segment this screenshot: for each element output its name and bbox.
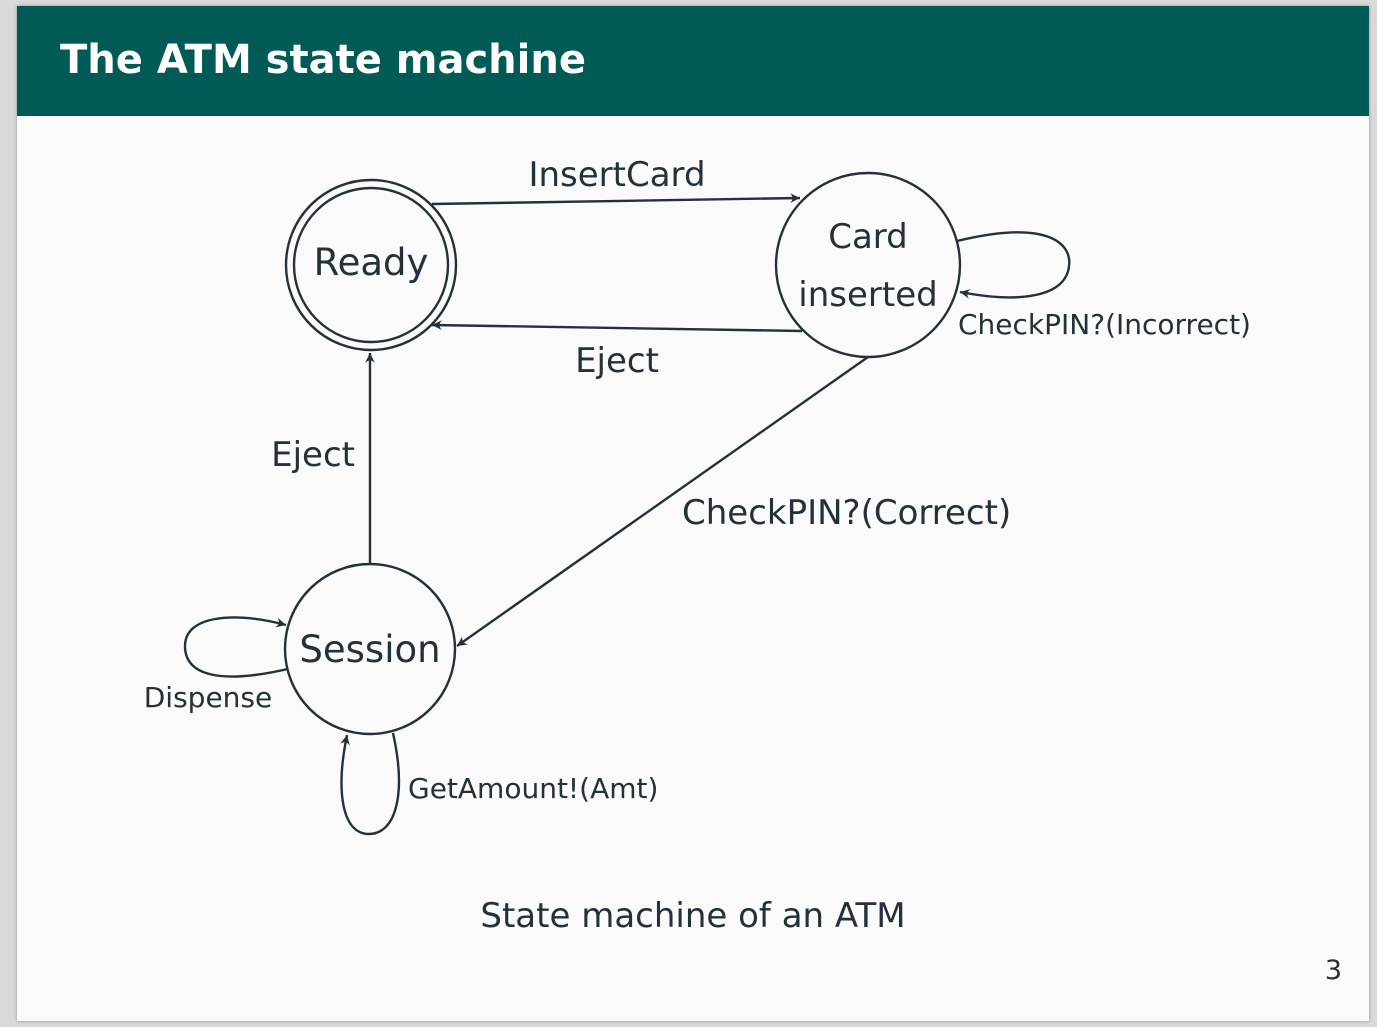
edge-get-amount-loop: [340, 732, 401, 836]
slide: The ATM state machine: [17, 6, 1369, 1021]
edge-label-check-pin-incorrect: CheckPIN?(Incorrect): [958, 308, 1251, 341]
state-ready-label: Ready: [314, 241, 429, 284]
edge-label-get-amount: GetAmount!(Amt): [408, 772, 658, 805]
edge-label-check-pin-correct: CheckPIN?(Correct): [682, 493, 1011, 533]
slide-title: The ATM state machine: [60, 37, 586, 83]
edge-check-pin-incorrect-loop: [956, 231, 1071, 299]
edge-insert-card: [431, 193, 801, 206]
state-card-inserted: [774, 171, 962, 359]
state-card-inserted-label-line2: inserted: [798, 275, 937, 315]
edge-label-insert-card: InsertCard: [528, 155, 705, 195]
edge-label-dispense: Dispense: [144, 681, 273, 714]
edge-dispense-loop: [183, 616, 293, 678]
state-machine-diagram: Ready Card inserted Session InsertCard E…: [144, 155, 1251, 836]
state-session-label: Session: [299, 628, 440, 671]
state-session: [283, 562, 457, 736]
state-card-inserted-label-line1: Card: [828, 217, 908, 257]
edge-check-pin-correct: [456, 356, 869, 647]
edge-eject-card-to-ready: [431, 320, 803, 333]
edge-label-eject-card-to-ready: Eject: [575, 341, 659, 381]
edge-label-eject-session-to-ready: Eject: [271, 435, 355, 475]
slide-header: The ATM state machine: [17, 6, 1369, 116]
page-number: 3: [1324, 955, 1342, 986]
state-ready: [292, 186, 450, 344]
figure-caption: State machine of an ATM: [480, 896, 906, 936]
